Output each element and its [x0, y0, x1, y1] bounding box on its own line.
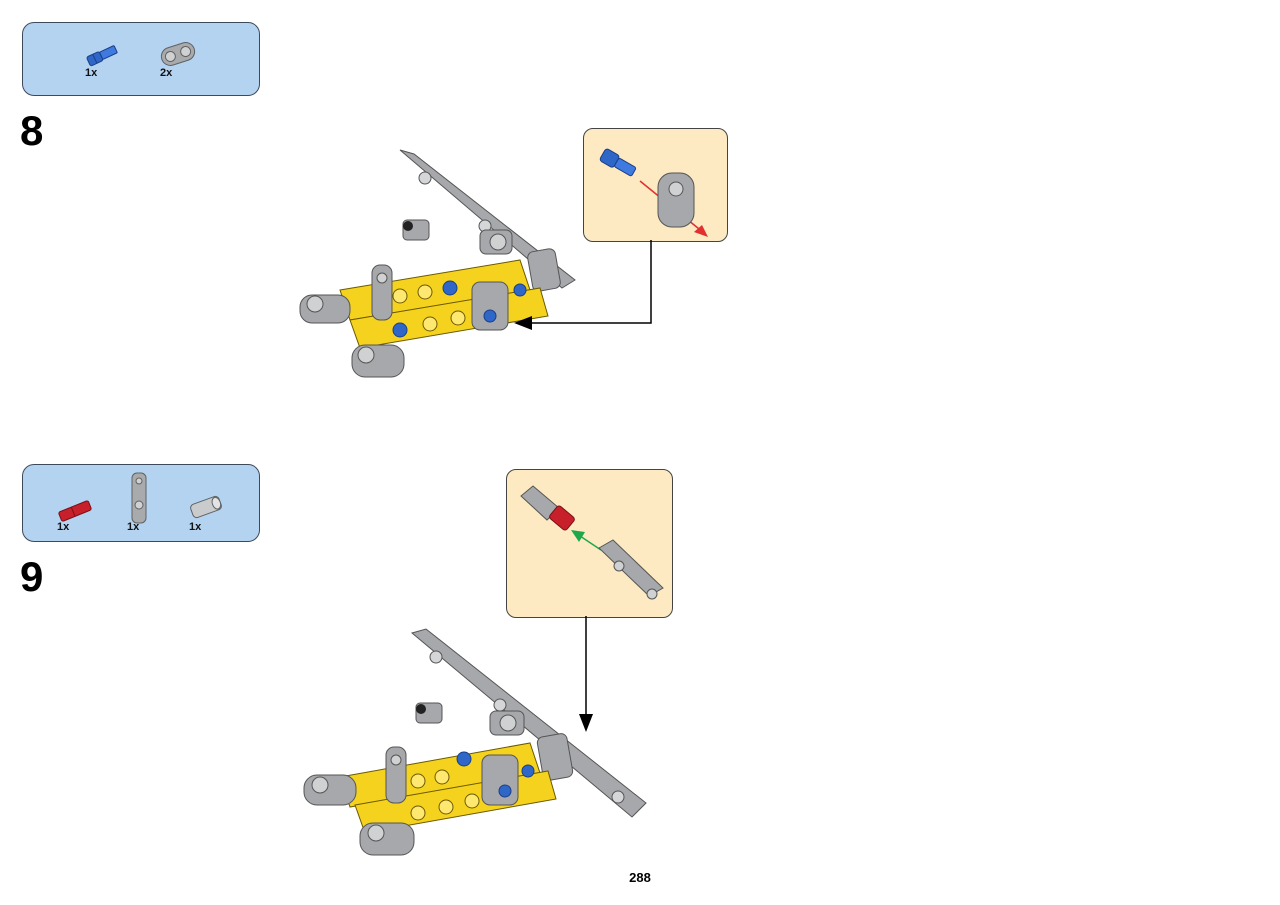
gray-connector-icon: [160, 42, 196, 66]
gray-bushing-icon: [190, 495, 222, 519]
assembly-detail-icon: [520, 485, 664, 600]
part-quantity: 1x: [57, 521, 70, 533]
part-quantity: 2x: [160, 67, 173, 79]
step-8-parts-list: 1x 2x: [22, 22, 260, 96]
part-quantity: 1x: [127, 521, 140, 533]
step-9-model-illustration: [303, 628, 647, 856]
step-9-callout: [506, 469, 673, 618]
callout-leader-arrow: [514, 240, 652, 330]
part-quantity: 1x: [85, 67, 98, 79]
part-quantity: 1x: [189, 521, 202, 533]
red-axle-pin-icon: [58, 500, 92, 522]
callout-leader-arrow: [579, 616, 593, 732]
page-number: 288: [629, 870, 651, 885]
step-number: 9: [20, 553, 44, 600]
blue-axle-pin-icon: [86, 45, 118, 67]
assembly-detail-icon: [599, 148, 708, 237]
step-9-parts-list: 1x 1x 1x: [22, 464, 260, 542]
step-8-callout: [583, 128, 728, 242]
step-number: 8: [20, 107, 44, 154]
step-8-model-illustration: [299, 149, 576, 378]
gray-connector-beam-icon: [131, 472, 147, 524]
